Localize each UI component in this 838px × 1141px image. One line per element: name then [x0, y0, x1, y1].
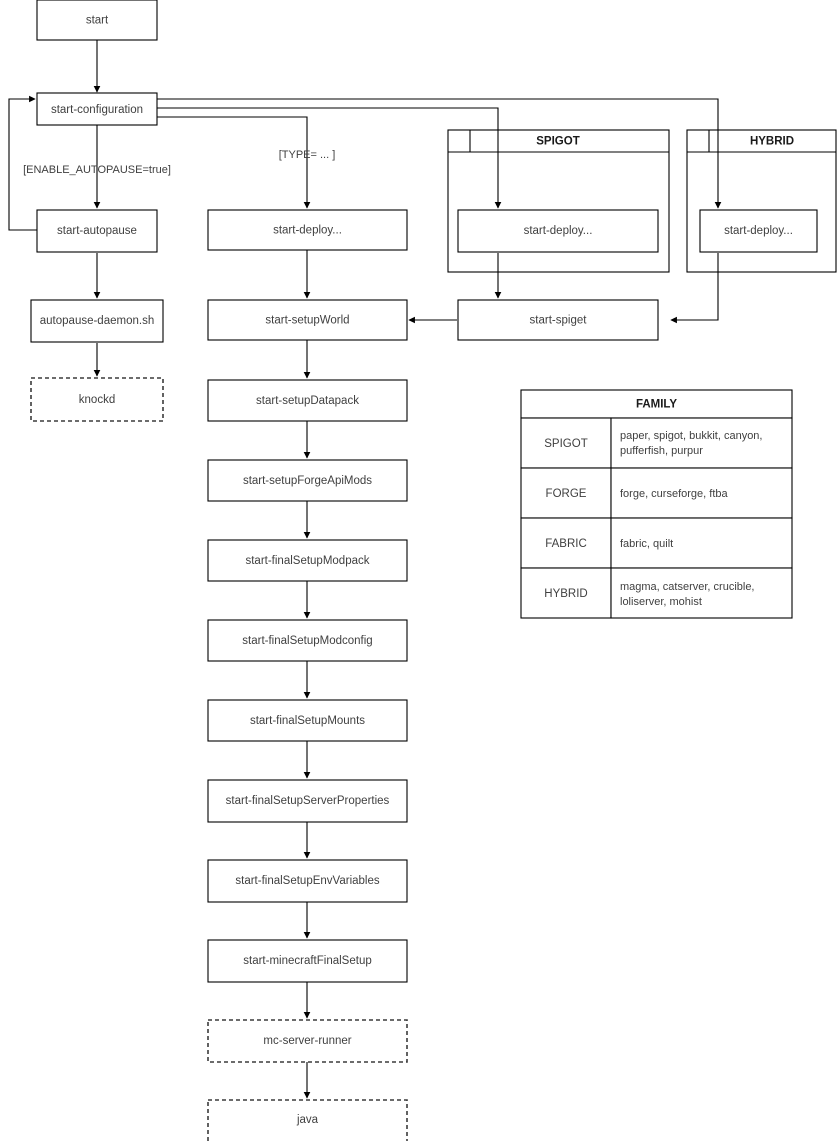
- node-autopause-daemon[interactable]: autopause-daemon.sh: [30, 299, 164, 343]
- family-table-key: SPIGOT: [544, 438, 587, 450]
- edge-configuration-to-deploy-spigot: [157, 107, 502, 209]
- node-start-finalsetupmodpack-box[interactable]: [207, 539, 408, 582]
- family-table-key: HYBRID: [544, 588, 587, 600]
- node-start-setupforgeapimods-box[interactable]: [207, 459, 408, 502]
- node-start-configuration-label: start-configuration: [51, 104, 143, 116]
- node-start-deploy-main[interactable]: start-deploy...: [207, 209, 408, 251]
- edge-label-type: [TYPE= ... ]: [279, 149, 336, 161]
- node-start-autopause-label: start-autopause: [57, 225, 137, 237]
- node-start-deploy-spigot-box[interactable]: [457, 209, 659, 253]
- family-table-key: FORGE: [546, 488, 587, 500]
- node-knockd-box[interactable]: [30, 377, 164, 422]
- node-start-deploy-spigot[interactable]: start-deploy...: [457, 209, 659, 253]
- family-table-value-line1: magma, catserver, crucible,: [620, 581, 755, 593]
- node-start-setupworld-box[interactable]: [207, 299, 408, 341]
- node-java-label: java: [296, 1114, 319, 1126]
- node-start-configuration[interactable]: start-configuration: [36, 92, 158, 126]
- node-start[interactable]: start: [36, 0, 158, 41]
- node-start-deploy-main-label: start-deploy...: [273, 225, 342, 237]
- family-table-value-line2: pufferfish, purpur: [620, 445, 703, 457]
- node-start-deploy-spigot-label: start-deploy...: [524, 225, 593, 237]
- family-table-title: FAMILY: [636, 399, 677, 411]
- family-table-header-cell: [520, 389, 793, 419]
- node-start-finalsetupmodpack-label: start-finalSetupModpack: [245, 555, 369, 567]
- node-knockd[interactable]: knockd: [30, 377, 164, 422]
- family-table-key-cell: [520, 467, 612, 519]
- family-table-value-line1: paper, spigot, bukkit, canyon,: [620, 430, 762, 442]
- edge-label-enable-autopause: [ENABLE_AUTOPAUSE=true]: [23, 164, 171, 176]
- family-table-value-cell: [610, 417, 793, 469]
- node-start-minecraftfinalsetup-box[interactable]: [207, 939, 408, 983]
- node-java[interactable]: java: [207, 1099, 408, 1141]
- family-table-value-line1: fabric, quilt: [620, 538, 673, 550]
- node-start-minecraftfinalsetup[interactable]: start-minecraftFinalSetup: [207, 939, 408, 983]
- node-start-deploy-hybrid[interactable]: start-deploy...: [699, 209, 818, 253]
- family-table: FAMILY SPIGOT paper, spigot, bukkit, can…: [520, 389, 793, 619]
- node-start-setupforgeapimods-label: start-setupForgeApiMods: [243, 475, 372, 487]
- node-start-deploy-main-box[interactable]: [207, 209, 408, 251]
- node-start-finalsetupmounts-label: start-finalSetupMounts: [250, 715, 365, 727]
- node-start-finalsetupserverproperties-label: start-finalSetupServerProperties: [226, 795, 390, 807]
- node-start-autopause[interactable]: start-autopause: [36, 209, 158, 253]
- node-start-finalsetupenvvariables-label: start-finalSetupEnvVariables: [235, 875, 379, 887]
- edge-configuration-to-deploy-main: [157, 116, 311, 209]
- node-start-box[interactable]: [36, 0, 158, 41]
- node-start-autopause-box[interactable]: [36, 209, 158, 253]
- family-table-value-cell: [610, 567, 793, 619]
- node-start-deploy-hybrid-box[interactable]: [699, 209, 818, 253]
- node-start-label: start: [86, 15, 109, 27]
- node-autopause-daemon-label: autopause-daemon.sh: [40, 315, 154, 327]
- node-start-minecraftfinalsetup-label: start-minecraftFinalSetup: [243, 955, 371, 967]
- node-autopause-daemon-box[interactable]: [30, 299, 164, 343]
- node-start-spiget-label: start-spiget: [530, 315, 588, 327]
- family-table-key: FABRIC: [545, 538, 587, 550]
- node-start-finalsetupmounts-box[interactable]: [207, 699, 408, 742]
- node-java-box[interactable]: [207, 1099, 408, 1141]
- node-mc-server-runner-label: mc-server-runner: [263, 1035, 351, 1047]
- node-start-finalsetupmodpack[interactable]: start-finalSetupModpack: [207, 539, 408, 582]
- node-start-configuration-box[interactable]: [36, 92, 158, 126]
- node-start-finalsetupserverproperties-box[interactable]: [207, 779, 408, 823]
- node-start-setupdatapack[interactable]: start-setupDatapack: [207, 379, 408, 422]
- node-start-setupforgeapimods[interactable]: start-setupForgeApiMods: [207, 459, 408, 502]
- node-start-finalsetupenvvariables[interactable]: start-finalSetupEnvVariables: [207, 859, 408, 903]
- node-start-setupdatapack-box[interactable]: [207, 379, 408, 422]
- node-start-setupworld-label: start-setupWorld: [265, 315, 349, 327]
- node-start-setupdatapack-label: start-setupDatapack: [256, 395, 359, 407]
- node-start-spiget[interactable]: start-spiget: [457, 299, 659, 341]
- node-mc-server-runner[interactable]: mc-server-runner: [207, 1019, 408, 1063]
- node-start-finalsetupmodconfig-box[interactable]: [207, 619, 408, 662]
- node-start-finalsetupmodconfig[interactable]: start-finalSetupModconfig: [207, 619, 408, 662]
- node-start-finalsetupenvvariables-box[interactable]: [207, 859, 408, 903]
- node-start-spiget-box[interactable]: [457, 299, 659, 341]
- edge-deploy-hybrid-to-spiget: [670, 253, 719, 324]
- family-table-value-line2: loliserver, mohist: [620, 596, 702, 608]
- family-table-key-cell: [520, 567, 612, 619]
- group-hybrid-title: HYBRID: [750, 136, 794, 148]
- node-start-deploy-hybrid-label: start-deploy...: [724, 225, 793, 237]
- node-start-finalsetupmounts[interactable]: start-finalSetupMounts: [207, 699, 408, 742]
- node-start-finalsetupserverproperties[interactable]: start-finalSetupServerProperties: [207, 779, 408, 823]
- node-knockd-label: knockd: [79, 394, 115, 406]
- edge-autopause-loop-to-configuration: [8, 95, 37, 231]
- node-start-setupworld[interactable]: start-setupWorld: [207, 299, 408, 341]
- family-table-value-line1: forge, curseforge, ftba: [620, 488, 728, 500]
- node-start-finalsetupmodconfig-label: start-finalSetupModconfig: [242, 635, 372, 647]
- group-spigot-title: SPIGOT: [536, 136, 579, 148]
- node-mc-server-runner-box[interactable]: [207, 1019, 408, 1063]
- edge-configuration-to-deploy-hybrid: [157, 98, 722, 209]
